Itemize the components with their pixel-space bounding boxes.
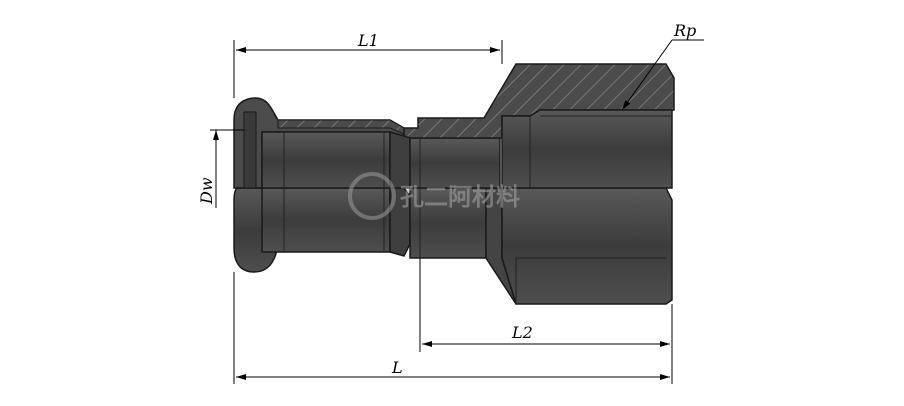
- dimension-dw-label: Dw: [197, 177, 216, 205]
- hex-body-lower: [501, 187, 673, 305]
- watermark-text: 孔二阿材料: [400, 183, 520, 211]
- dimension-l-label: L: [391, 358, 403, 377]
- dimension-l1: L1: [233, 31, 503, 98]
- watermark: 孔二阿材料: [348, 172, 520, 220]
- press-tube-lower: [261, 187, 391, 253]
- watermark-logo-icon: [348, 172, 396, 220]
- fitting-exterior-view: [233, 187, 673, 305]
- leader-rp-label: Rp: [673, 21, 696, 40]
- neck-upper: [389, 131, 411, 189]
- reducer-tube-lower: [409, 187, 487, 259]
- fitting-section-view: [233, 63, 675, 189]
- reducer-bore-upper: [409, 137, 501, 189]
- dimension-dw: Dw: [197, 129, 244, 208]
- dimension-l2: L2: [419, 258, 673, 352]
- hex-bore-upper: [501, 109, 673, 189]
- dimension-l2-label: L2: [511, 323, 533, 342]
- dimension-l1-label: L1: [357, 31, 379, 50]
- press-bore-upper: [261, 131, 391, 189]
- reducer-wall-section: [403, 63, 675, 139]
- dimension-l: L: [233, 272, 673, 384]
- leader-rp: Rp: [621, 21, 704, 111]
